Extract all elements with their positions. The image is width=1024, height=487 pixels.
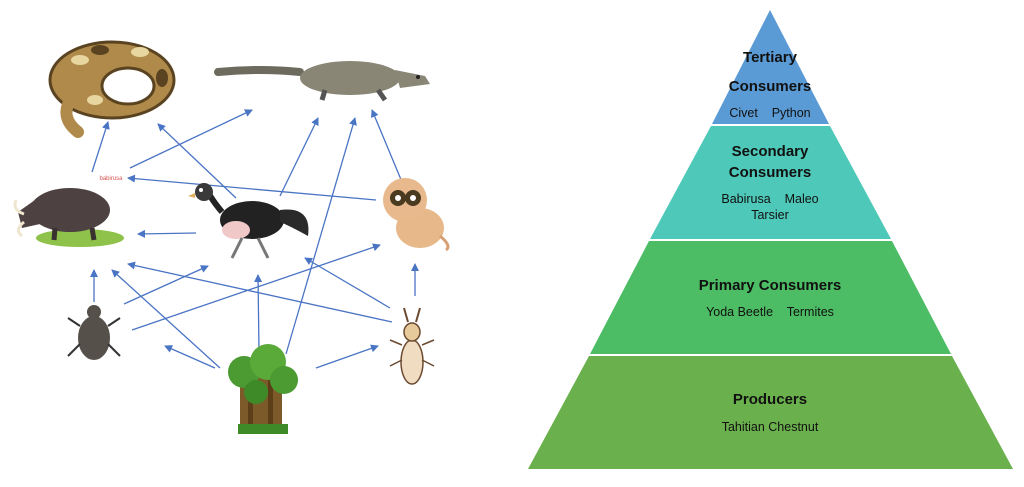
pyramid-tier-secondary: [650, 126, 891, 239]
tier-title-tertiary-2: Consumers: [729, 78, 812, 95]
civet-icon: [214, 61, 430, 102]
arrow-chestnut-to-babirusa: [111, 269, 221, 369]
arrow-tarsier-to-civet: [371, 109, 403, 183]
python-icon: [48, 40, 176, 138]
arrow-beetle-to-tarsier: [131, 243, 381, 331]
arrow-chestnut-to-maleo: [254, 274, 263, 353]
arrow-tarsier-to-babirusa: [127, 174, 377, 201]
arrow-chestnut-to-civet: [285, 117, 357, 355]
tier-items-producers: Tahitian Chestnut: [722, 420, 819, 434]
arrow-beetle-to-maleo: [123, 265, 209, 305]
arrow-chestnut-to-termite: [315, 344, 379, 369]
termite-icon: [389, 307, 435, 385]
yoda-beetle-icon: [67, 305, 121, 360]
arrow-termite-to-maleo: [304, 257, 391, 309]
arrow-babirusa-to-civet: [129, 109, 253, 169]
arrow-termite-to-babirusa: [127, 261, 393, 323]
babirusa-tag: babirusa: [99, 176, 123, 182]
pyramid-tier-producers: [528, 356, 1013, 469]
tier-title-tertiary-1: Tertiary: [743, 49, 798, 66]
pyramid-tier-primary: [590, 241, 951, 354]
tier-items-tertiary: Civet Python: [729, 106, 810, 120]
arrow-babirusa-to-python: [91, 121, 110, 173]
maleo-bird-icon: [188, 183, 309, 259]
pyramid-tier-tertiary: [712, 10, 829, 124]
tier-items-secondary-2: Tarsier: [751, 208, 789, 222]
tier-items-primary: Yoda Beetle Termites: [706, 305, 834, 319]
tier-items-secondary-1: Babirusa Maleo: [721, 192, 818, 206]
arrow-chestnut-to-beetle: [164, 345, 216, 369]
tahitian-chestnut-tree-icon: [228, 344, 298, 434]
tier-title-secondary-2: Consumers: [729, 164, 812, 181]
tarsier-icon: [383, 178, 450, 252]
arrow-maleo-to-python: [157, 123, 237, 199]
tier-title-producers: Producers: [733, 391, 807, 408]
arrow-maleo-to-babirusa: [137, 229, 197, 238]
babirusa-icon: [13, 188, 124, 247]
feeding-arrows: [90, 109, 419, 369]
tier-title-secondary-1: Secondary: [732, 143, 809, 160]
food-web: babirusa: [13, 40, 450, 434]
tier-title-primary: Primary Consumers: [699, 277, 842, 294]
arrow-maleo-to-civet: [279, 117, 319, 197]
